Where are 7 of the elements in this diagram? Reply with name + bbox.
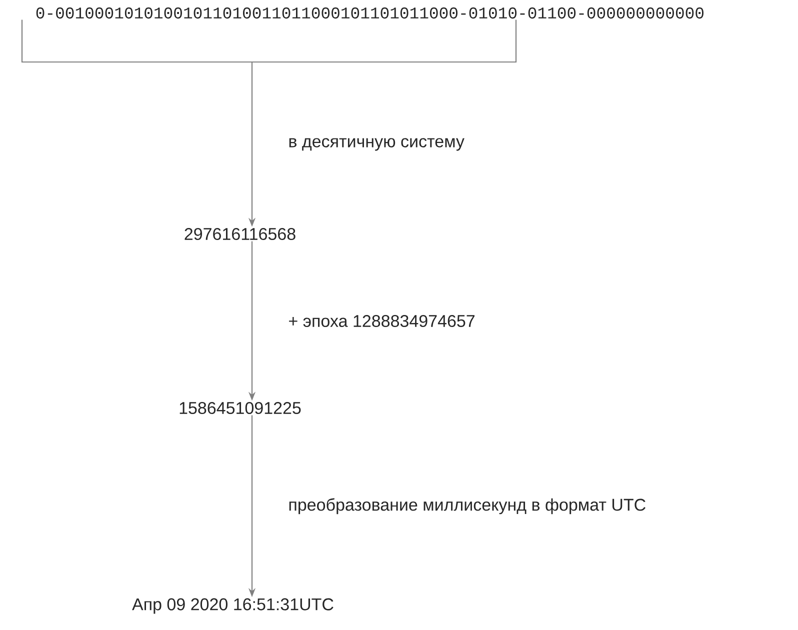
binary-string: 0-00100010101001011010011011000101101011000-01010-01100-000000000000 <box>36 7 704 19</box>
value-text: 297616116568 <box>184 228 296 240</box>
edge-label: в десятичную систему <box>289 138 464 151</box>
value-text: 1586451091225 <box>180 402 301 414</box>
value-text: Апр 09 2020 16:51:31UTC <box>132 598 334 614</box>
edge-label: + эпоха 1288834974657 <box>289 314 474 328</box>
edge-label: преобразование миллисекунд в формат UTC <box>289 498 646 514</box>
